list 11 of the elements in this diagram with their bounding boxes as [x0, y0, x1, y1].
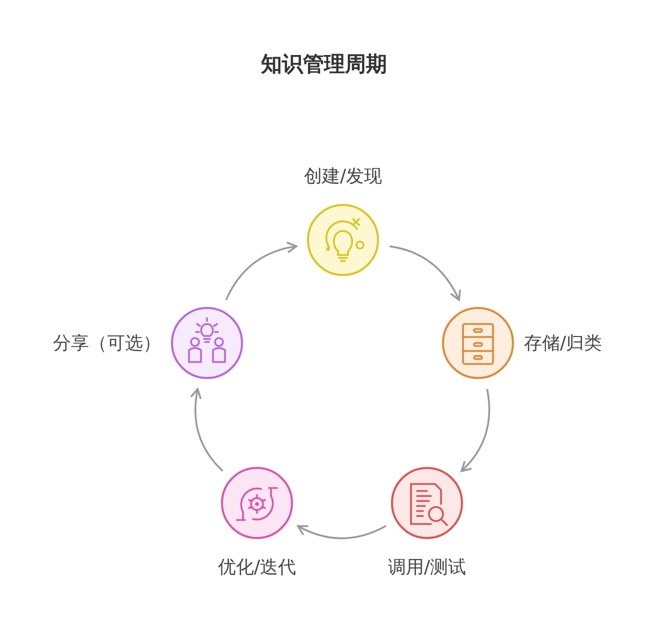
arrow	[297, 524, 386, 540]
step-label: 分享（可选）	[53, 332, 161, 355]
arrow	[460, 388, 490, 472]
step-label: 存储/归类	[524, 332, 602, 355]
step-label: 创建/发现	[304, 165, 382, 188]
step-label: 优化/迭代	[218, 556, 296, 579]
arrow	[190, 388, 224, 472]
step-label: 调用/测试	[388, 556, 466, 579]
arrow	[389, 245, 461, 301]
title: 知识管理周期	[260, 51, 388, 78]
arrow	[225, 242, 298, 300]
